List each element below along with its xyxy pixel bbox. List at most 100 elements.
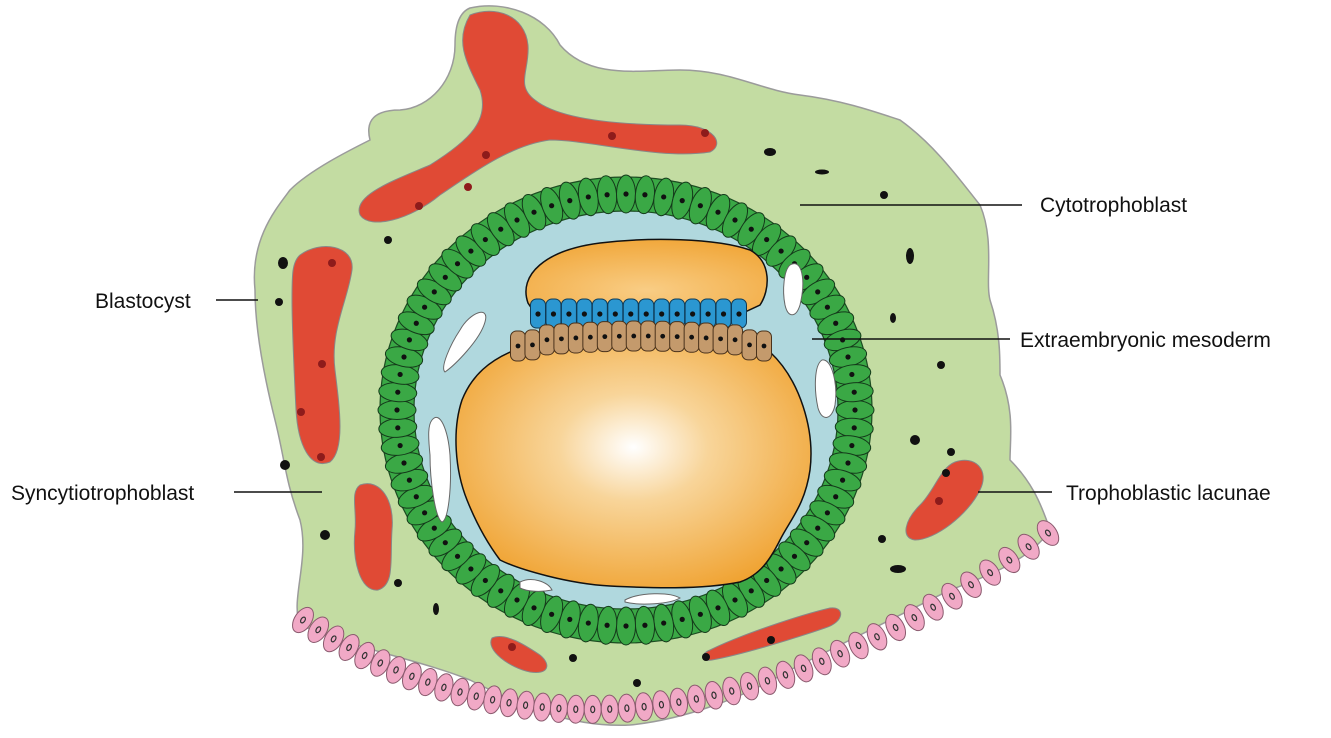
cell-nucleus [732,217,737,222]
cell-nucleus [617,334,622,339]
cell-nucleus [395,425,400,430]
cell-nucleus [567,617,572,622]
endometrial-cell [584,695,601,723]
cell-nucleus [764,578,769,583]
cell-nucleus [531,210,536,215]
cell-nucleus [849,443,854,448]
lacuna-left-lower [354,484,392,590]
cell-nucleus [852,407,857,412]
cell-nucleus [401,460,406,465]
cell-nucleus [613,311,618,316]
cell-nucleus [660,334,665,339]
cell-nucleus [604,623,609,628]
cell-nucleus [395,390,400,395]
cell-nucleus [661,620,666,625]
cell-nucleus [675,334,680,339]
cell-nucleus [398,443,403,448]
cell-nucleus [698,203,703,208]
cell-nucleus [705,311,710,316]
cell-nucleus [849,372,854,377]
cell-nucleus [498,227,503,232]
cell-nucleus [530,342,535,347]
cell-nucleus [840,337,845,342]
cell-nucleus [559,336,564,341]
cell-nucleus [516,344,521,349]
cell-nucleus [414,321,419,326]
cell-nucleus [749,588,754,593]
cell-nucleus [407,478,412,483]
cell-nucleus [604,192,609,197]
cell-nucleus [468,248,473,253]
cell-nucleus [549,203,554,208]
cell-nucleus [804,540,809,545]
cell-nucleus [407,337,412,342]
cell-nucleus [680,617,685,622]
label-blastocyst: Blastocyst [95,290,191,313]
cell-nucleus [747,342,752,347]
cell-nucleus [659,311,664,316]
cell-nucleus [721,311,726,316]
label-cytotrophoblast: Cytotrophoblast [1040,194,1187,217]
cell-nucleus [749,227,754,232]
cell-nucleus [764,237,769,242]
label-syncytiotrophoblast: Syncytiotrophoblast [11,482,194,505]
cell-nucleus [852,425,857,430]
cell-nucleus [398,372,403,377]
cell-nucleus [840,478,845,483]
cell-nucleus [432,289,437,294]
cell-nucleus [623,191,628,196]
cell-nucleus [680,198,685,203]
label-extraembryonic-mesoderm: Extraembryonic mesoderm [1020,329,1271,352]
cell-nucleus [588,335,593,340]
cell-nucleus [736,311,741,316]
cell-nucleus [394,407,399,412]
cell-nucleus [631,334,636,339]
cell-nucleus [762,344,767,349]
cell-nucleus [833,321,838,326]
cell-nucleus [545,337,550,342]
cell-nucleus [646,334,651,339]
cell-nucleus [715,210,720,215]
cell-nucleus [597,311,602,316]
cell-nucleus [514,217,519,222]
cell-nucleus [704,336,709,341]
cell-nucleus [483,237,488,242]
cell-nucleus [531,605,536,610]
cell-nucleus [778,566,783,571]
cell-nucleus [718,336,723,341]
cell-nucleus [644,311,649,316]
cell-nucleus [602,334,607,339]
cell-nucleus [690,311,695,316]
cell-nucleus [443,540,448,545]
cell-nucleus [422,305,427,310]
cell-nucleus [432,526,437,531]
label-trophoblastic-lacunae: Trophoblastic lacunae [1066,482,1271,505]
cell-nucleus [661,194,666,199]
cell-nucleus [852,390,857,395]
cell-nucleus [845,354,850,359]
cell-nucleus [642,192,647,197]
cell-nucleus [551,311,556,316]
cell-nucleus [804,275,809,280]
yolk-sac [456,332,811,588]
cell-nucleus [623,623,628,628]
cell-nucleus [698,612,703,617]
cell-nucleus [815,289,820,294]
cell-nucleus [732,597,737,602]
cell-nucleus [586,194,591,199]
cell-nucleus [825,305,830,310]
cell-nucleus [815,526,820,531]
cell-nucleus [825,510,830,515]
cell-nucleus [573,336,578,341]
cell-nucleus [715,605,720,610]
cell-nucleus [675,311,680,316]
cell-nucleus [778,248,783,253]
cell-nucleus [455,554,460,559]
cell-nucleus [845,460,850,465]
cell-nucleus [549,612,554,617]
cell-nucleus [422,510,427,515]
cell-nucleus [586,620,591,625]
cell-nucleus [628,311,633,316]
